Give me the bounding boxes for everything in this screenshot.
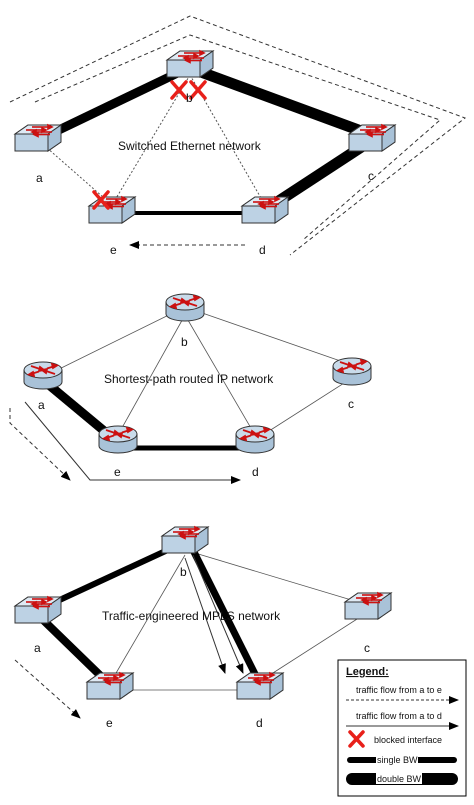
- router-icon: [235, 425, 275, 454]
- switch-icon: [88, 196, 136, 224]
- link-b-e: [111, 554, 186, 681]
- switch-icon: [161, 526, 209, 554]
- node-label-c: c: [364, 641, 370, 655]
- switch-icon: [236, 672, 284, 700]
- node-label-a: a: [34, 641, 41, 655]
- node-label-e: e: [114, 465, 121, 479]
- link-b-c: [188, 62, 374, 141]
- switch-icon: [86, 672, 134, 700]
- diagram-title: Switched Ethernet network: [118, 139, 262, 153]
- mpls-diagram: Traffic-engineered MPLS network a b c d …: [14, 526, 392, 730]
- link-b-d: [184, 314, 256, 436]
- switched-ethernet-diagram: Switched Ethernet network a b c d e: [9, 15, 467, 257]
- diagram-title: Shortest-path routed IP network: [104, 372, 274, 386]
- node-label-e: e: [106, 716, 113, 730]
- node-label-a: a: [36, 171, 43, 185]
- legend-single-bw-label: single BW: [377, 755, 418, 765]
- node-label-b: b: [181, 335, 188, 349]
- switch-icon: [166, 50, 214, 78]
- link-a-e: [35, 612, 111, 686]
- node-label-c: c: [368, 169, 374, 183]
- legend-double-bw-bg: [376, 773, 422, 784]
- router-icon: [98, 425, 138, 454]
- routed-ip-diagram: Shortest-path routed IP network a b c d …: [9, 293, 372, 484]
- node-label-e: e: [110, 243, 117, 257]
- blocked-x-icon: [348, 730, 365, 748]
- node-label-d: d: [256, 716, 263, 730]
- switch-icon: [348, 124, 396, 152]
- flow-arrow-to-d-2: [184, 557, 226, 674]
- flow-path-outer: [9, 15, 467, 256]
- diagram-title: Traffic-engineered MPLS network: [102, 609, 281, 623]
- legend-title: Legend:: [346, 666, 389, 678]
- node-label-d: d: [252, 465, 259, 479]
- node-label-a: a: [38, 398, 45, 412]
- link-b-c: [184, 306, 353, 366]
- link-b-d: [189, 548, 261, 680]
- switch-icon: [14, 596, 62, 624]
- node-label-b: b: [186, 91, 193, 105]
- switch-icon: [14, 124, 62, 152]
- link-a-b: [42, 306, 186, 378]
- node-label-c: c: [348, 397, 354, 411]
- switch-icon: [344, 592, 392, 620]
- link-a-b: [36, 63, 190, 145]
- link-b-e: [111, 74, 191, 206]
- legend-flow-ae-label: traffic flow from a to e: [356, 685, 442, 695]
- flow-arrow-to-d: [192, 554, 244, 674]
- legend: Legend: traffic flow from a to e traffic…: [337, 659, 467, 797]
- legend-blocked-label: blocked interface: [374, 735, 442, 745]
- router-icon: [165, 293, 205, 322]
- link-c-d: [261, 611, 369, 681]
- link-a-b: [36, 539, 187, 613]
- node-label-b: b: [180, 565, 187, 579]
- flow-path-ae: [9, 408, 71, 481]
- flow-arrow-to-e: [14, 659, 81, 719]
- router-icon: [332, 357, 372, 386]
- node-label-d: d: [259, 243, 266, 257]
- legend-single-bw-bg: [376, 754, 418, 765]
- flow-path-ad: [24, 401, 241, 484]
- flow-path-inner: [34, 34, 441, 241]
- switch-icon: [241, 196, 289, 224]
- blocked-x-icon: [92, 80, 207, 210]
- link-b-e: [117, 314, 186, 436]
- link-b-c: [184, 549, 369, 606]
- link-a-e: [37, 139, 113, 206]
- legend-double-bw-label: double BW: [377, 774, 422, 784]
- legend-flow-ad-label: traffic flow from a to d: [356, 711, 442, 721]
- router-icon: [23, 361, 63, 390]
